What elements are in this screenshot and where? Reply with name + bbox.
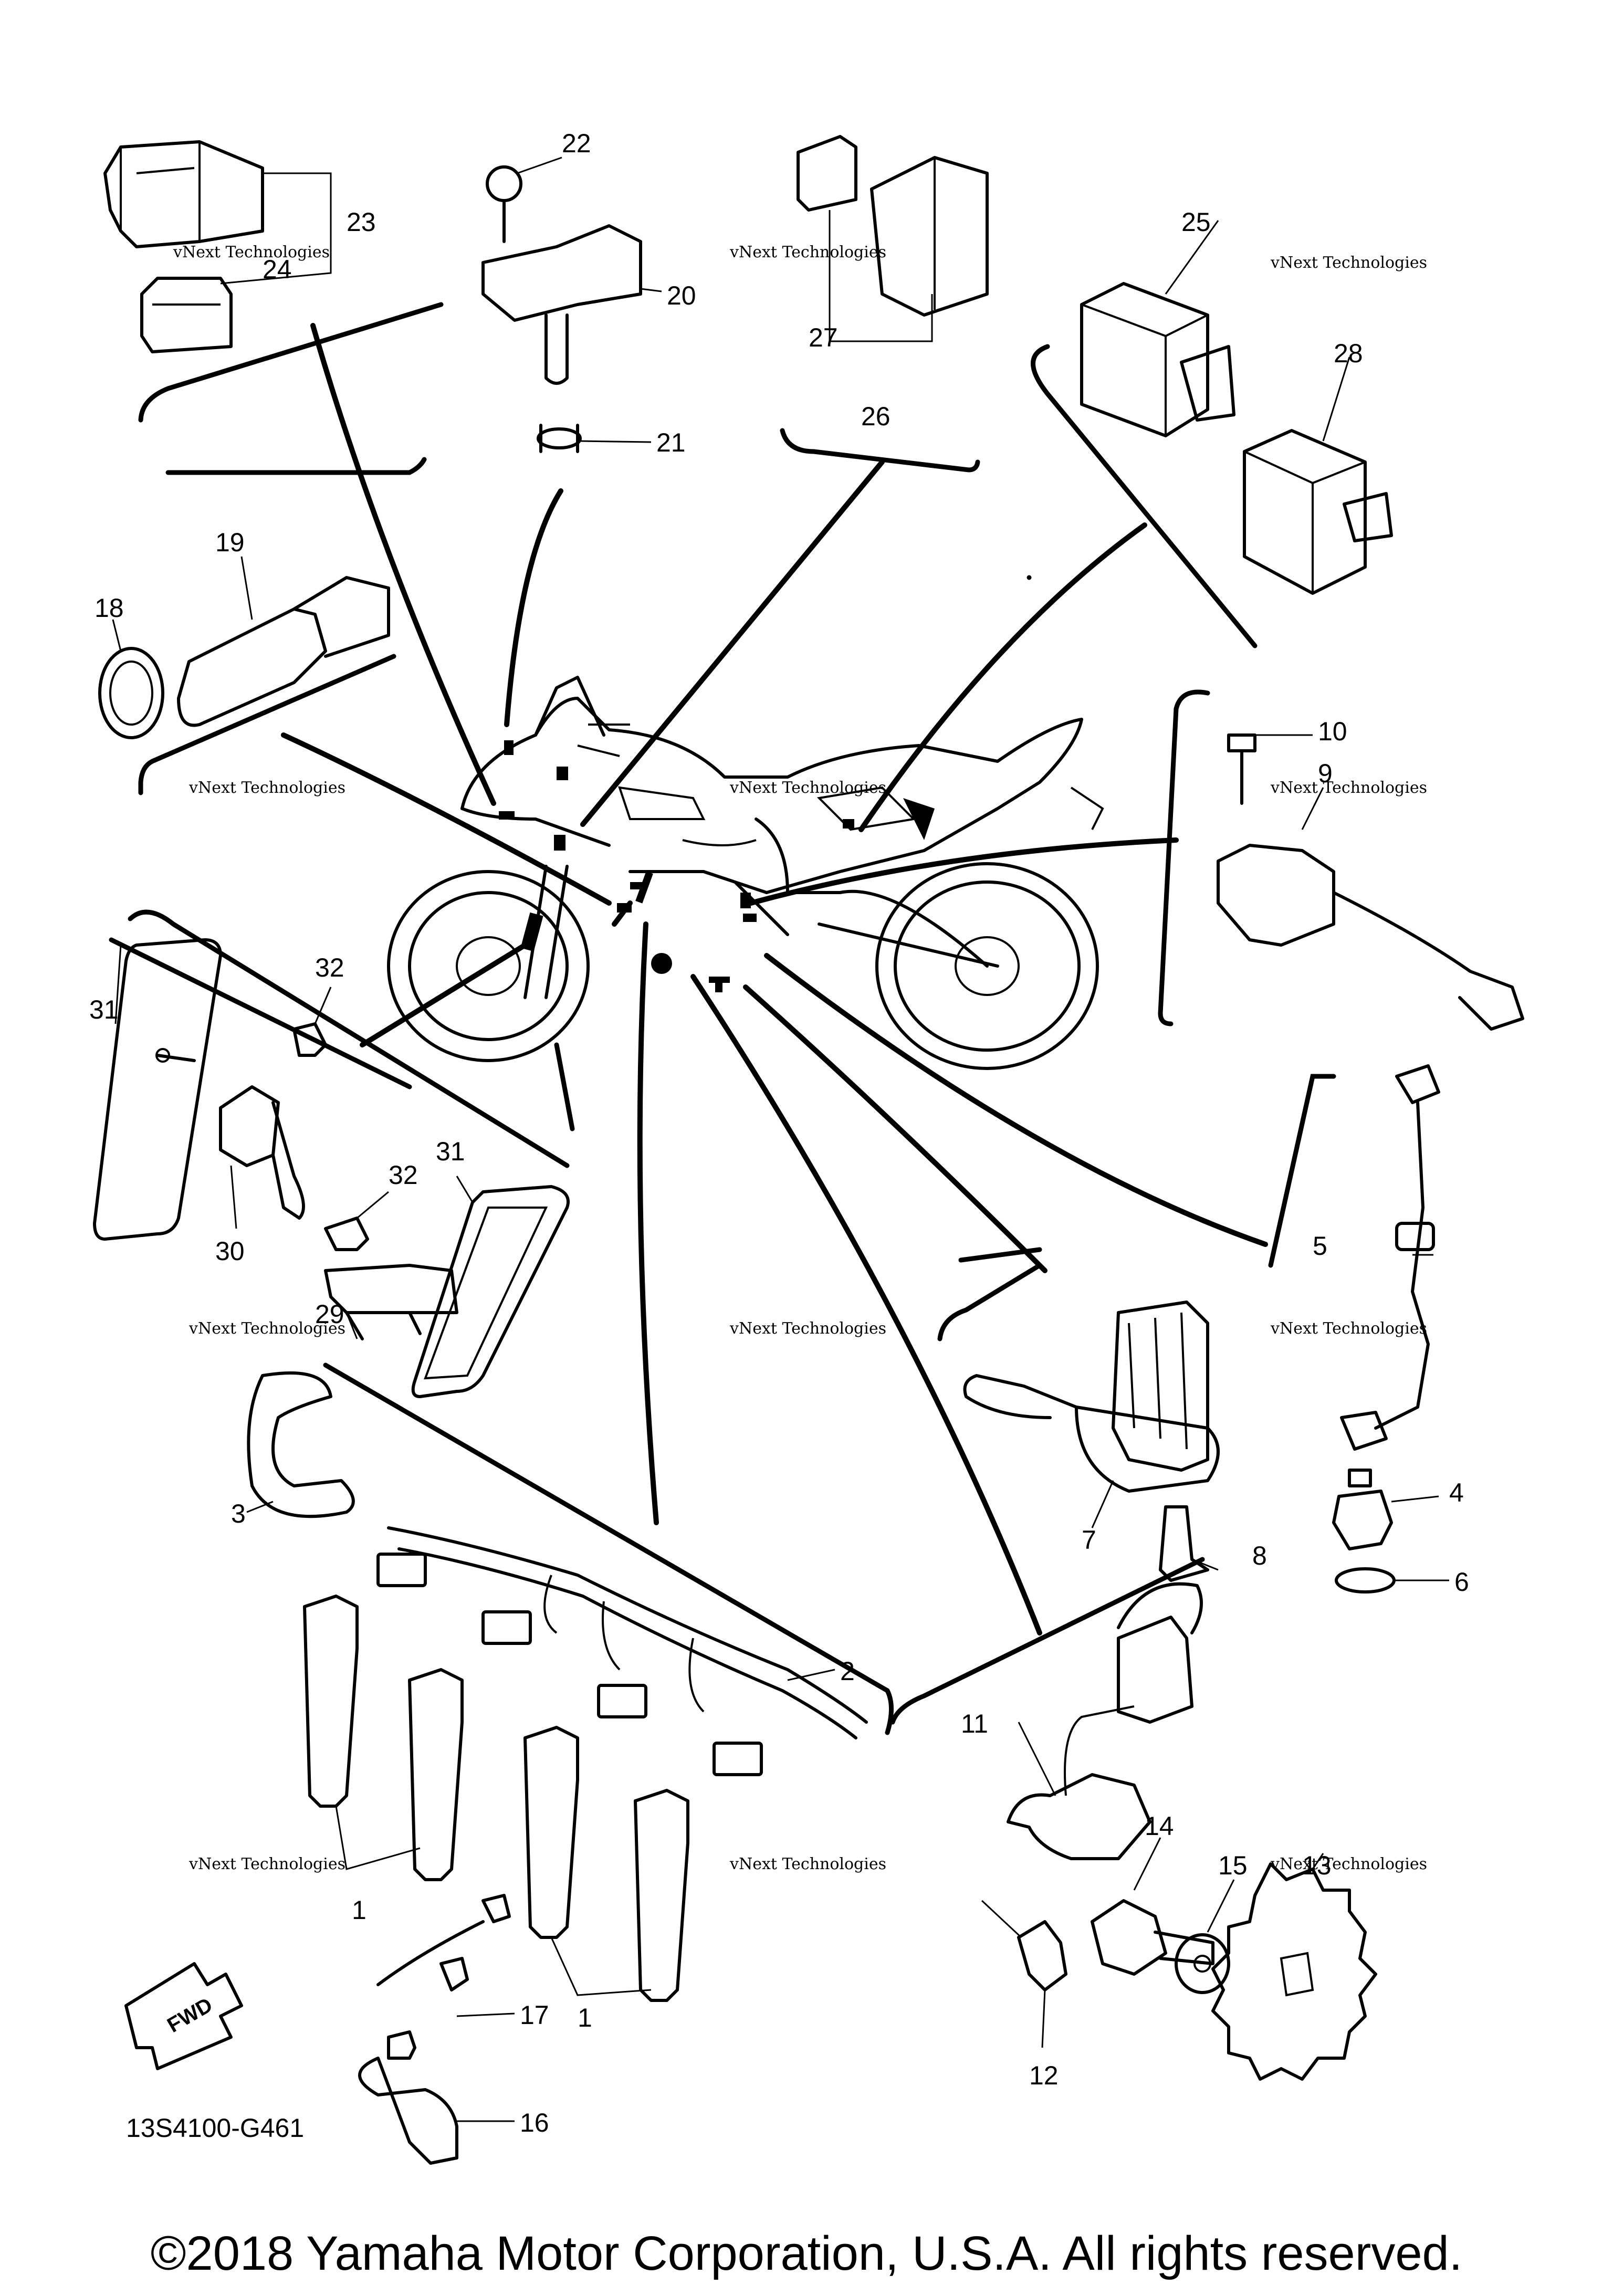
callout-32a: 32 xyxy=(315,953,344,982)
callout-25: 25 xyxy=(1181,207,1211,237)
callout-22: 22 xyxy=(562,129,591,158)
watermark-11: vNext Technologies xyxy=(729,1855,886,1873)
part-9-10-sensor xyxy=(1217,733,1524,1031)
part-11-sensor xyxy=(1007,1582,1203,1860)
bike-markers xyxy=(499,740,935,992)
part-25-28-units xyxy=(1080,220,1393,595)
callout-24: 24 xyxy=(263,255,292,284)
part-23-24-connectors xyxy=(103,140,332,353)
callout-3: 3 xyxy=(231,1499,246,1528)
callout-17: 17 xyxy=(520,2000,549,2030)
svg-text:vNext Technologies: vNext Technologies xyxy=(1270,254,1427,272)
watermark-4: vNext Technologies xyxy=(188,779,345,797)
callout-1a: 1 xyxy=(352,1895,366,1925)
watermark-12: vNext Technologies xyxy=(1270,1855,1427,1873)
callout-lines xyxy=(281,323,1268,1635)
part-18-19-sensor xyxy=(98,556,390,739)
copyright-notice: ©2018 Yamaha Motor Corporation, U.S.A. A… xyxy=(150,2227,1463,2280)
part-2-harness xyxy=(376,1526,868,1776)
watermark-3: vNext Technologies xyxy=(1270,254,1427,272)
callout-26: 26 xyxy=(861,402,891,431)
part-16-17-sensor xyxy=(358,1894,515,2165)
callout-4: 4 xyxy=(1449,1478,1464,1507)
svg-text:vNext Technologies: vNext Technologies xyxy=(729,243,886,261)
callout-21: 21 xyxy=(656,428,686,457)
callout-9: 9 xyxy=(1318,759,1333,788)
watermarks: vNext Technologies vNext Technologies vN… xyxy=(173,243,1427,1873)
svg-text:vNext Technologies: vNext Technologies xyxy=(729,1319,886,1338)
svg-text:vNext Technologies: vNext Technologies xyxy=(173,243,330,261)
callout-2: 2 xyxy=(840,1657,855,1686)
callout-32b: 32 xyxy=(389,1160,418,1190)
callout-13: 13 xyxy=(1302,1851,1332,1880)
part-26-27-relay xyxy=(797,135,989,342)
part-1-ignition-coils xyxy=(303,1595,689,2002)
watermark-10: vNext Technologies xyxy=(188,1855,345,1873)
svg-text:vNext Technologies: vNext Technologies xyxy=(1270,1855,1427,1873)
callout-5: 5 xyxy=(1313,1231,1327,1261)
svg-text:vNext Technologies: vNext Technologies xyxy=(188,1855,345,1873)
callout-1b: 1 xyxy=(578,2003,592,2032)
callout-20: 20 xyxy=(667,281,696,310)
watermark-6: vNext Technologies xyxy=(1270,779,1427,797)
callout-27: 27 xyxy=(809,323,838,352)
watermark-5: vNext Technologies xyxy=(729,779,886,797)
part-29-31-32-reflectors xyxy=(324,1176,570,1398)
part-7-8-sensor xyxy=(963,1301,1220,1582)
callout-16: 16 xyxy=(520,2108,549,2137)
part-30-31-32-reflectors xyxy=(93,938,332,1241)
callout-31b: 31 xyxy=(436,1137,465,1166)
callout-18: 18 xyxy=(95,593,124,623)
callout-11: 11 xyxy=(961,1709,988,1738)
callout-23: 23 xyxy=(347,207,376,237)
svg-text:vNext Technologies: vNext Technologies xyxy=(1270,779,1427,797)
watermark-1: vNext Technologies xyxy=(173,243,330,261)
callout-30: 30 xyxy=(215,1236,245,1266)
part-3-clamp xyxy=(246,1371,355,1518)
callout-31a: 31 xyxy=(89,995,119,1024)
svg-text:vNext Technologies: vNext Technologies xyxy=(188,1319,345,1338)
callout-28: 28 xyxy=(1334,339,1363,368)
watermark-9: vNext Technologies xyxy=(1270,1319,1427,1338)
part-20-21-22-sensor xyxy=(481,156,662,453)
callout-7: 7 xyxy=(1082,1525,1096,1555)
fwd-arrow-icon xyxy=(124,1962,243,2070)
motorcycle xyxy=(387,676,1104,1070)
fwd-label: FWD xyxy=(163,1993,216,2037)
callout-12: 12 xyxy=(1029,2061,1059,2090)
part-4-5-6-sensor xyxy=(1332,1064,1449,1593)
callout-15: 15 xyxy=(1218,1851,1248,1880)
watermark-8: vNext Technologies xyxy=(729,1319,886,1338)
svg-text:vNext Technologies: vNext Technologies xyxy=(729,1855,886,1873)
callout-8: 8 xyxy=(1252,1541,1267,1570)
part-12-13-14-15 xyxy=(981,1837,1377,2081)
diagram-code: 13S4100-G461 xyxy=(126,2113,304,2143)
svg-text:vNext Technologies: vNext Technologies xyxy=(188,779,345,797)
svg-text:vNext Technologies: vNext Technologies xyxy=(729,779,886,797)
svg-text:vNext Technologies: vNext Technologies xyxy=(1270,1319,1427,1338)
callout-14: 14 xyxy=(1145,1811,1174,1841)
callout-labels: 1 1 2 3 4 5 6 7 8 9 10 11 12 13 14 15 16… xyxy=(89,129,1469,2137)
callout-6: 6 xyxy=(1454,1567,1469,1597)
callout-29: 29 xyxy=(315,1299,344,1329)
callout-19: 19 xyxy=(215,528,245,557)
watermark-2: vNext Technologies xyxy=(729,243,886,261)
callout-10: 10 xyxy=(1318,717,1347,746)
watermark-7: vNext Technologies xyxy=(188,1319,345,1338)
